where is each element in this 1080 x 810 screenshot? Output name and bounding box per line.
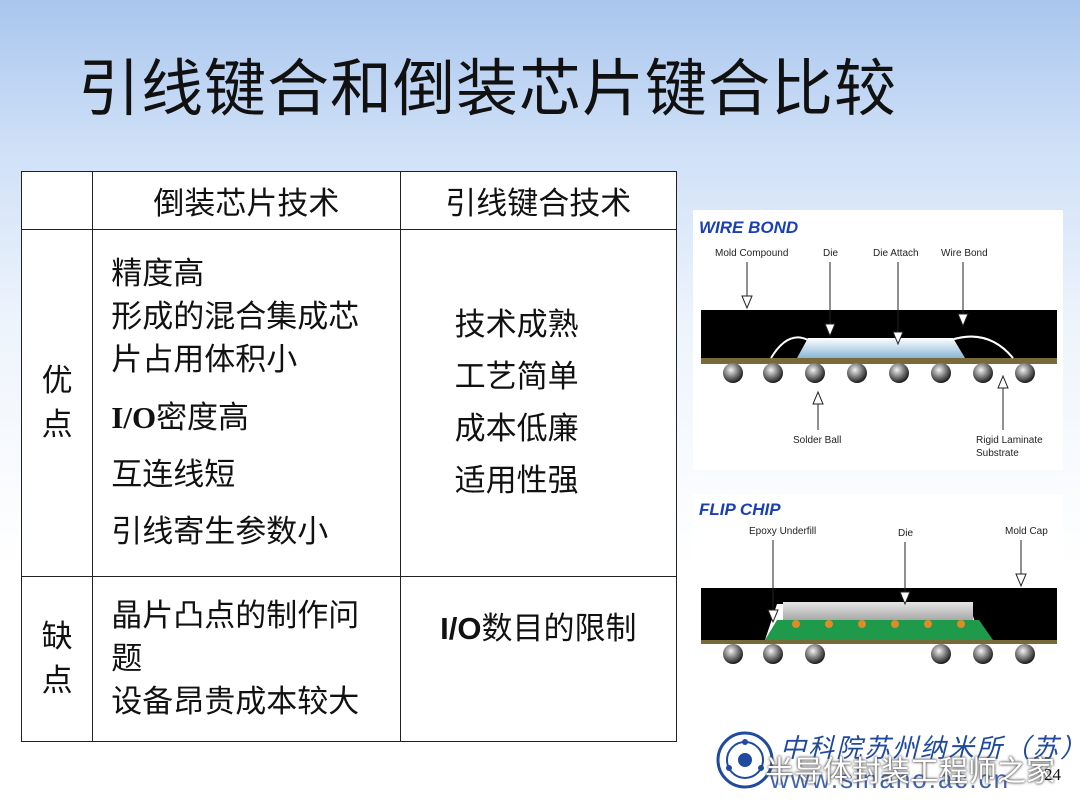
slide-title: 引线键合和倒装芯片键合比较: [78, 52, 898, 125]
io-prefix: I/O: [440, 611, 482, 646]
advantages-row: 优 点 精度高 形成的混合集成芯 片占用体积小 I/O密度高 互连线短 引线寄生…: [20, 229, 678, 577]
io-suffix: 密度高: [156, 399, 250, 436]
flip-adv-line: 形成的混合集成芯: [111, 298, 360, 335]
advantages-label-1: 优: [41, 363, 73, 399]
label-epoxy-underfill: Epoxy Underfill: [749, 526, 817, 537]
wire-adv-line: 成本低廉: [454, 411, 579, 447]
header-flip-chip: 倒装芯片技术: [92, 171, 401, 230]
flip-adv-io-line: I/O密度高: [111, 396, 393, 440]
flip-solder-balls: [723, 644, 1035, 664]
flip-adv-line: 引线寄生参数小: [111, 513, 329, 550]
wire-advantages-cell: 技术成熟 工艺简单 成本低廉 适用性强: [399, 229, 678, 577]
wire-bond-diagram: WIRE BOND Mold Compound Die Die Attach W…: [693, 210, 1063, 470]
disadvantages-label: 缺 点: [20, 576, 94, 742]
bond-wire-right: [950, 335, 1014, 359]
wire-bond-title: WIRE BOND: [699, 218, 799, 237]
label-solder-ball: Solder Ball: [793, 435, 842, 446]
bond-wire-left: [770, 336, 809, 359]
flip-chip-drawing: [701, 540, 1057, 664]
label-rigid-laminate: Rigid Laminate: [976, 435, 1043, 446]
watermark-text: 半导体封装工程师之家: [765, 754, 1056, 788]
flip-die-shape: [783, 602, 973, 620]
flip-disadvantages-cell: 晶片凸点的制作问 题 设备昂贵成本较大: [92, 576, 401, 742]
flip-pointer-arrows: [767, 540, 1027, 624]
disadvantages-label-2: 点: [41, 663, 73, 699]
advantages-label: 优 点: [20, 229, 94, 577]
label-flip-die: Die: [898, 528, 914, 539]
die-shape: [797, 338, 965, 358]
label-substrate: Substrate: [976, 448, 1019, 459]
wire-bond-drawing: [701, 262, 1057, 430]
header-wire-bond: 引线键合技术: [399, 171, 678, 230]
flip-bumps: [792, 620, 965, 628]
label-wire-bond: Wire Bond: [941, 248, 988, 259]
flip-advantages-cell: 精度高 形成的混合集成芯 片占用体积小 I/O密度高 互连线短 引线寄生参数小: [92, 229, 401, 577]
wire-adv-line: 工艺简单: [454, 359, 579, 395]
flip-dis-line: 题: [111, 640, 143, 677]
flip-substrate-layer: [701, 640, 1057, 644]
substrate-layer: [701, 358, 1057, 364]
institute-url: www.sinano.ac.cn: [770, 764, 1011, 794]
disadvantages-label-1: 缺: [41, 619, 73, 655]
flip-adv-line: 片占用体积小: [111, 341, 298, 378]
advantages-label-2: 点: [41, 407, 73, 443]
page-number: 24: [1044, 765, 1061, 784]
pointer-arrows: [741, 262, 1009, 430]
flip-adv-line: 互连线短: [111, 456, 236, 493]
io-prefix: I/O: [111, 399, 157, 435]
comparison-table: 倒装芯片技术 引线键合技术 优 点 精度高 形成的混合集成芯 片占用体积小 I/…: [20, 171, 678, 742]
institute-logo: [716, 731, 774, 789]
mold-cap-body: [701, 588, 1057, 640]
label-mold-cap: Mold Cap: [1005, 526, 1048, 537]
wire-adv-line: 技术成熟: [454, 307, 579, 343]
flip-dis-line: 设备昂贵成本较大: [111, 683, 360, 720]
disadvantages-row: 缺 点 晶片凸点的制作问 题 设备昂贵成本较大 I/O数目的限制: [20, 576, 678, 742]
label-die: Die: [823, 248, 839, 259]
flip-chip-diagram: FLIP CHIP Epoxy Underfill Die Mold Cap: [693, 494, 1063, 674]
wire-adv-line: 适用性强: [454, 463, 579, 499]
flip-adv-line: 精度高: [111, 255, 205, 292]
header-empty-cell: [20, 171, 94, 230]
table-header-row: 倒装芯片技术 引线键合技术: [20, 171, 678, 230]
underfill-area: [765, 620, 993, 640]
flip-chip-title: FLIP CHIP: [699, 500, 781, 519]
solder-balls: [723, 363, 1035, 383]
institute-name: 中科院苏州纳米所（苏）: [780, 734, 1080, 764]
io-suffix: 数目的限制: [481, 611, 637, 647]
label-die-attach: Die Attach: [873, 248, 919, 259]
flip-dis-line: 晶片凸点的制作问: [111, 597, 360, 634]
label-mold-compound: Mold Compound: [715, 248, 789, 259]
wire-disadvantages-cell: I/O数目的限制: [399, 576, 678, 742]
